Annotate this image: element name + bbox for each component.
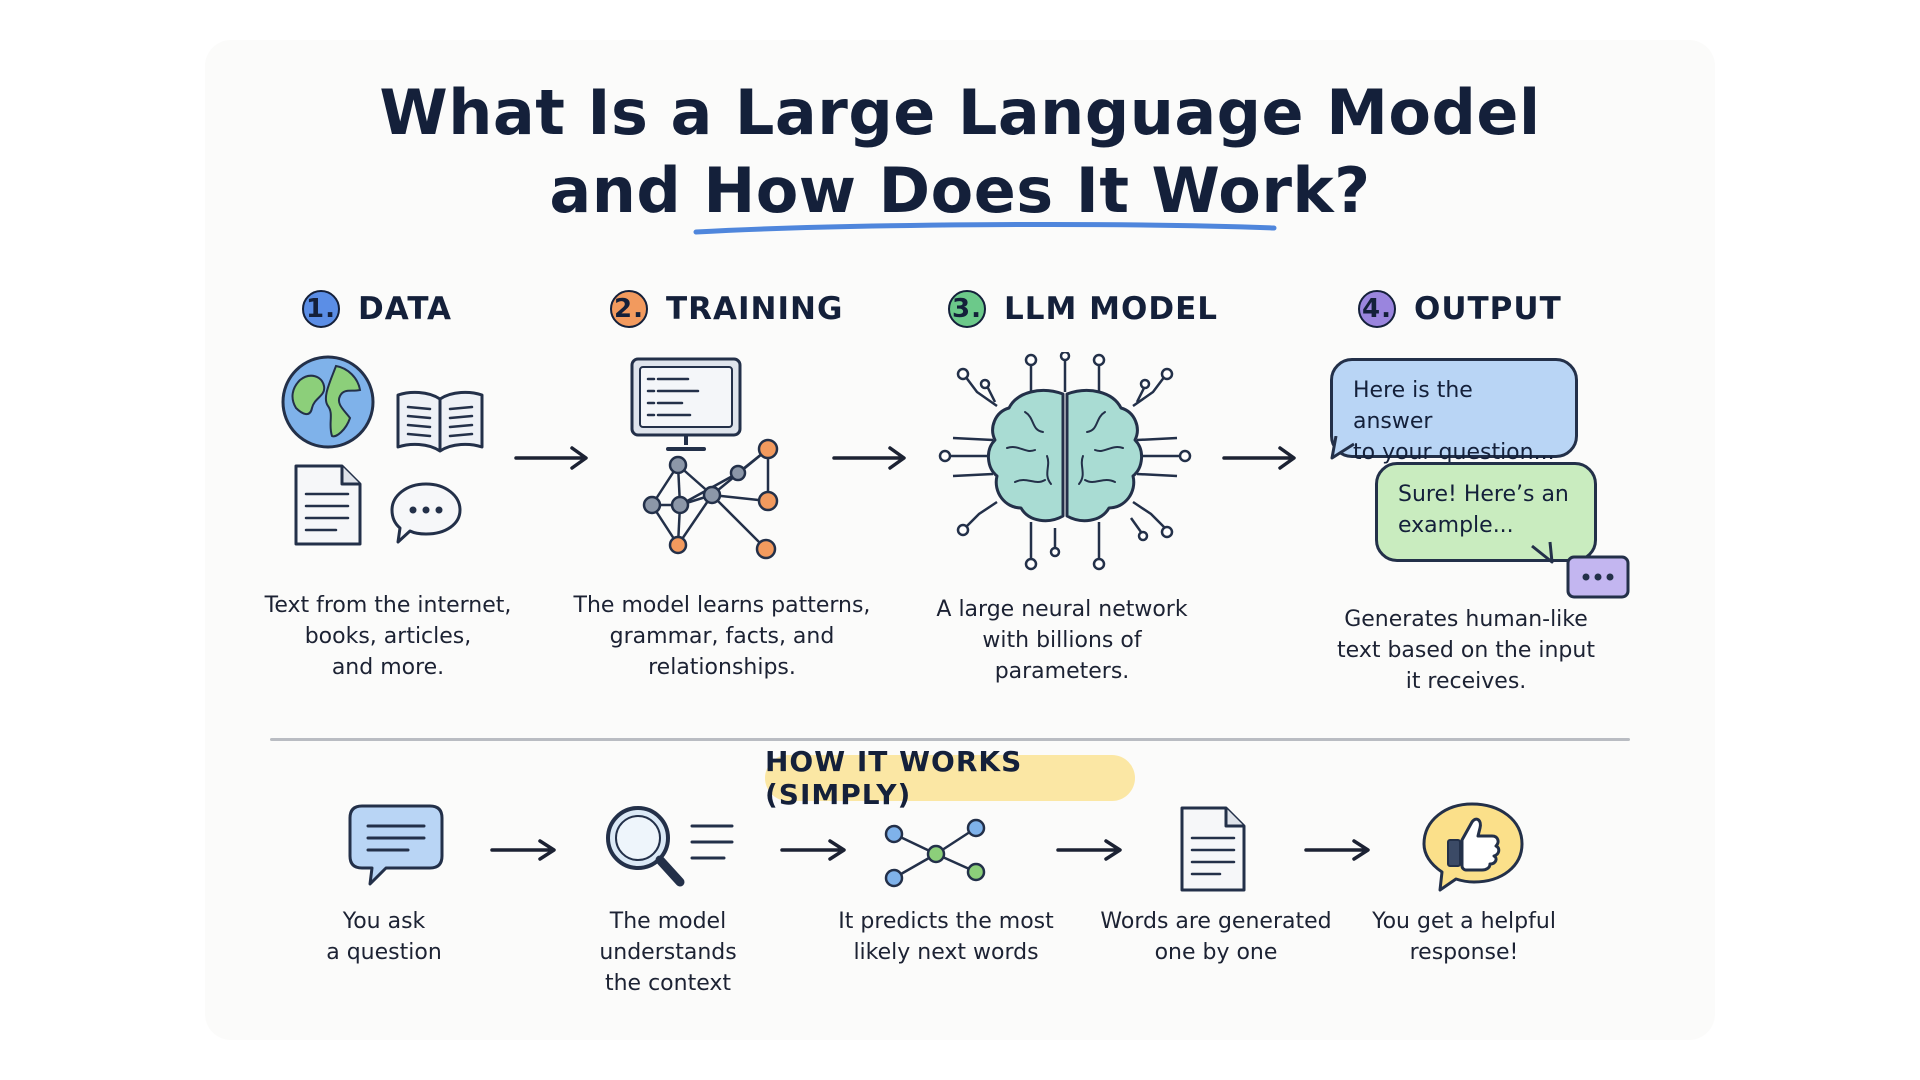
description-line: The model learns patterns,	[573, 593, 871, 618]
description-line: You ask	[342, 909, 426, 934]
description-line: one by one	[1154, 940, 1278, 965]
arrow-right-icon	[514, 446, 588, 470]
generated-document-icon	[1180, 806, 1246, 892]
step-header-llm-model: 3. LLM MODEL	[948, 290, 1218, 328]
bubble-text: Here is the answer	[1353, 378, 1473, 434]
title-underline	[693, 222, 1277, 235]
brain-icon	[938, 352, 1192, 571]
how-step-response: You get a helpful response!	[1334, 906, 1594, 968]
page-title-line-2: and How Does It Work?	[549, 154, 1371, 227]
bubble-text: Sure! Here’s an	[1398, 482, 1569, 507]
step-header-training: 2. TRAINING	[610, 290, 843, 328]
thumbs-up-icon	[1422, 802, 1524, 892]
description-line: parameters.	[994, 659, 1130, 684]
description-line: Text from the internet,	[264, 593, 512, 618]
typing-indicator-icon	[1566, 555, 1630, 599]
description-line: response!	[1409, 940, 1519, 965]
arrow-right-icon	[1222, 446, 1296, 470]
output-answer-bubble: Here is the answer to your question...	[1330, 358, 1578, 465]
question-chat-icon	[348, 804, 444, 886]
step-description-data: Text from the internet, books, articles,…	[238, 590, 538, 683]
prediction-network-icon	[884, 818, 986, 888]
page-title-line-1: What Is a Large Language Model	[379, 76, 1541, 149]
arrow-right-icon	[1056, 839, 1122, 861]
arrow-right-icon	[780, 839, 846, 861]
step-number-badge: 3.	[948, 290, 986, 328]
step-description-llm-model: A large neural network with billions of …	[912, 594, 1212, 687]
step-description-output: Generates human-like text based on the i…	[1316, 604, 1616, 697]
description-line: text based on the input	[1337, 638, 1595, 663]
chat-bubble-icon	[390, 482, 462, 544]
step-number-badge: 4.	[1358, 290, 1396, 328]
step-number-badge: 1.	[302, 290, 340, 328]
how-step-predict: It predicts the most likely next words	[816, 906, 1076, 968]
step-label: LLM MODEL	[1004, 291, 1219, 327]
description-line: Words are generated	[1100, 909, 1332, 934]
description-line: it receives.	[1405, 669, 1527, 694]
bubble-text: to your question...	[1353, 440, 1555, 465]
arrow-right-icon	[490, 839, 556, 861]
step-number-badge: 2.	[610, 290, 648, 328]
step-label: DATA	[358, 291, 453, 327]
description-line: It predicts the most	[838, 909, 1054, 934]
description-line: a question	[326, 940, 442, 965]
bubble-text: example...	[1398, 513, 1514, 538]
step-label: TRAINING	[666, 291, 844, 327]
step-label: OUTPUT	[1414, 291, 1562, 327]
how-step-ask: You ask a question	[254, 906, 514, 968]
description-line: with billions of	[982, 628, 1142, 653]
document-icon	[294, 464, 362, 546]
how-it-works-heading: HOW IT WORKS (SIMPLY)	[765, 745, 1135, 811]
section-divider	[270, 738, 1630, 741]
description-line: Generates human-like	[1344, 607, 1588, 632]
description-line: the context	[604, 971, 732, 996]
description-line: grammar, facts, and	[609, 624, 835, 649]
how-step-generate: Words are generated one by one	[1086, 906, 1346, 968]
description-line: The model understands	[599, 909, 737, 965]
arrow-right-icon	[1304, 839, 1370, 861]
description-line: and more.	[331, 655, 445, 680]
step-header-output: 4. OUTPUT	[1358, 290, 1562, 328]
output-example-bubble: Sure! Here’s an example...	[1375, 462, 1597, 562]
open-book-icon	[396, 390, 484, 453]
step-header-data: 1. DATA	[302, 290, 452, 328]
arrow-right-icon	[832, 446, 906, 470]
globe-icon	[281, 355, 375, 449]
computer-network-icon	[630, 357, 779, 560]
description-line: A large neural network	[936, 597, 1188, 622]
description-line: relationships.	[648, 655, 796, 680]
bubble-tail	[1531, 541, 1554, 564]
description-line: books, articles,	[304, 624, 472, 649]
bubble-tail	[1330, 436, 1355, 460]
how-step-understand: The model understands the context	[538, 906, 798, 999]
step-description-training: The model learns patterns, grammar, fact…	[572, 590, 872, 683]
magnifier-icon	[606, 806, 734, 887]
description-line: You get a helpful	[1372, 909, 1556, 934]
description-line: likely next words	[853, 940, 1039, 965]
